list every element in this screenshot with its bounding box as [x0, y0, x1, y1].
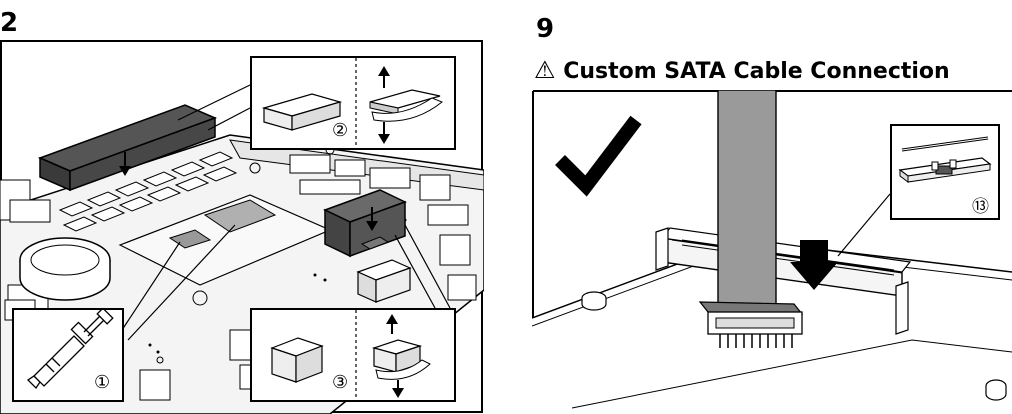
callout-2: ②	[332, 120, 349, 141]
callout-1: ①	[94, 372, 111, 393]
inset-sata-cable: ⑬	[890, 124, 1000, 220]
step-9-illustration	[532, 90, 1012, 414]
warning-icon: ⚠	[534, 56, 556, 84]
step-number-2: 2	[0, 8, 19, 38]
inset-thermal-paste: ①	[12, 308, 124, 402]
step-9-title-text: Custom SATA Cable Connection	[563, 59, 950, 84]
inset-thermal-pad-vrm: ②	[250, 56, 456, 150]
callout-13: ⑬	[972, 197, 989, 217]
callout-3: ③	[332, 372, 349, 393]
step-9-title: ⚠ Custom SATA Cable Connection	[534, 58, 950, 84]
inset-thermal-pad-chipset: ③	[250, 308, 456, 402]
step-number-9: 9	[536, 14, 555, 44]
